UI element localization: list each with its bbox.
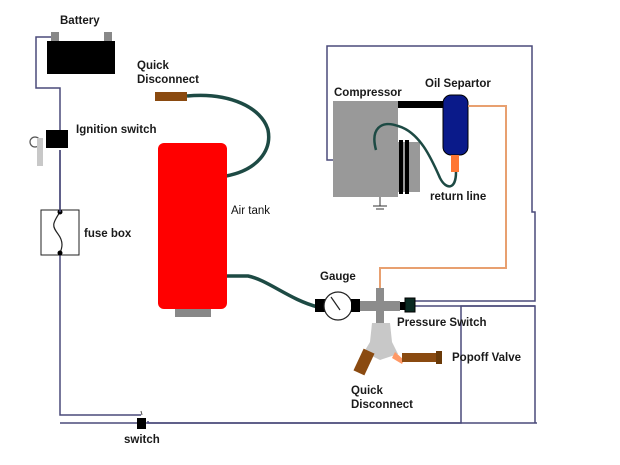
fuse-box-outline [40,209,80,256]
pressure-switch-nipple [400,302,406,310]
gauge-needle [330,296,341,311]
label-quick-disconnect-bottom-2: Disconnect [351,399,413,411]
fuse-terminal-bottom [57,250,63,256]
label-compressor: Compressor [334,87,402,99]
air-tank-base [175,309,211,317]
air-tank [158,143,227,309]
battery-body [47,41,115,74]
label-oil-separator: Oil Separtor [425,78,491,90]
air-hose-tank-to-gauge [227,274,319,309]
gauge-dial [323,291,353,321]
wire-battery-to-ignition [35,36,61,130]
ignition-switch-body[interactable] [46,130,68,148]
label-fuse-box: fuse box [84,228,132,240]
wire-compressor-clutch [326,45,536,302]
switch-body[interactable] [137,418,146,429]
wire-right-lower [415,305,536,423]
gauge-fitting-right [351,299,360,312]
separator-outlet-line [379,105,507,290]
wire-main-loop [59,150,141,416]
key-blade [37,138,43,166]
clutch-plate-2 [405,140,409,194]
label-quick-disconnect-top-2: Disconnect [137,74,199,86]
quick-disconnect-bottom [353,348,375,376]
label-switch: switch [124,434,160,446]
clutch-plate-1 [399,140,403,194]
label-ignition-switch: Ignition switch [76,124,157,136]
label-gauge: Gauge [320,271,356,283]
fuse-symbol [53,211,63,254]
tee-vertical [376,288,384,323]
return-line-hose [373,122,458,188]
fuse-box [40,209,80,256]
oil-separator-drain [451,155,459,172]
compressor-outlet-pipe [398,101,443,108]
popoff-valve [402,353,442,362]
label-return-line: return line [430,191,487,203]
switch-toggle[interactable] [140,410,143,416]
compressor-body [333,101,398,197]
quick-disconnect-top [155,92,187,101]
gauge-fitting-left [315,299,325,312]
gauge [315,291,360,321]
label-battery: Battery [60,15,100,27]
label-air-tank: Air tank [231,205,270,217]
label-pressure-switch: Pressure Switch [397,317,487,329]
battery-terminal-negative [51,32,59,42]
label-quick-disconnect-bottom-1: Quick [351,385,383,397]
dash-switch[interactable] [137,410,146,429]
battery-terminal-positive [104,32,112,42]
oil-separator [442,94,469,156]
pressure-switch [404,297,416,313]
ignition-switch[interactable] [29,130,68,166]
y-fitting [364,323,398,360]
label-popoff-valve: Popoff Valve [452,352,522,364]
air-hose-top [186,93,271,178]
popoff-elbow [392,352,404,364]
popoff-valve-cap [436,351,442,364]
compressor [333,101,420,210]
battery [47,32,115,74]
label-quick-disconnect-top-1: Quick [137,60,169,72]
